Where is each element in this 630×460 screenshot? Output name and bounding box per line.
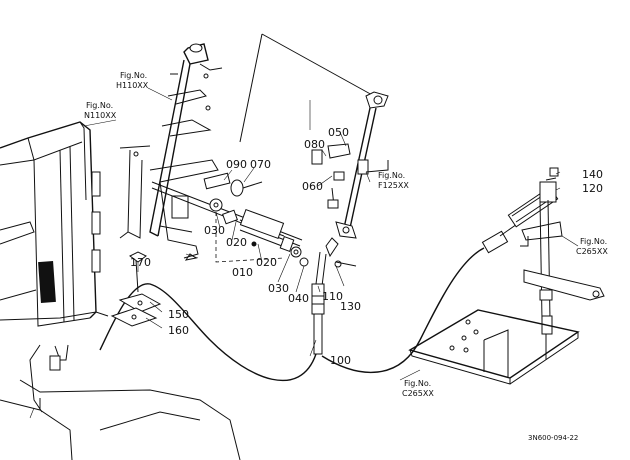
- chassis-frame: [0, 121, 241, 460]
- part-label-100: 100: [330, 354, 351, 367]
- control-cable: [99, 186, 559, 382]
- shaft-assembly: [151, 172, 309, 267]
- ref-c265-upper-line1: Fig.No.: [580, 237, 607, 246]
- part-label-150: 150: [168, 308, 189, 321]
- part-label-070: 070: [250, 158, 271, 171]
- part-label-040: 040: [288, 292, 309, 305]
- clamp-parts: [110, 251, 162, 327]
- ref-f125-line2: F125XX: [378, 181, 409, 190]
- leader-lines: [83, 87, 579, 381]
- ref-n110-line2: N110XX: [84, 111, 117, 120]
- part-label-160: 160: [168, 324, 189, 337]
- base-plate: [408, 309, 580, 385]
- part-label-090: 090: [226, 158, 247, 171]
- ref-c265-lower-line1: Fig.No.: [404, 379, 431, 388]
- shift-lever: [239, 33, 389, 239]
- part-label-120: 120: [582, 182, 603, 195]
- part-label-170: 170: [130, 256, 151, 269]
- part-label-030-upper: 030: [204, 224, 225, 237]
- right-lever-assembly: [520, 167, 605, 360]
- part-label-060: 060: [302, 180, 323, 193]
- drawing-code: 3N600-094-22: [528, 434, 578, 442]
- part-label-130: 130: [340, 300, 361, 313]
- part-label-020-upper: 020: [226, 236, 247, 249]
- mount-bracket: [119, 43, 223, 259]
- ref-c265-upper-line2: C265XX: [576, 247, 608, 256]
- part-label-110: 110: [322, 290, 343, 303]
- ref-c265-lower-line2: C265XX: [402, 389, 434, 398]
- ref-h110-line2: H110XX: [116, 81, 149, 90]
- ref-h110-line1: Fig.No.: [120, 71, 147, 80]
- part-label-050: 050: [328, 126, 349, 139]
- part-label-010: 010: [232, 266, 253, 279]
- part-label-140: 140: [582, 168, 603, 181]
- part-label-080: 080: [304, 138, 325, 151]
- ref-f125-line1: Fig.No.: [378, 171, 405, 180]
- part-label-020-lower: 020: [256, 256, 277, 269]
- ref-n110-line1: Fig.No.: [86, 101, 113, 110]
- part-label-030-lower: 030: [268, 282, 289, 295]
